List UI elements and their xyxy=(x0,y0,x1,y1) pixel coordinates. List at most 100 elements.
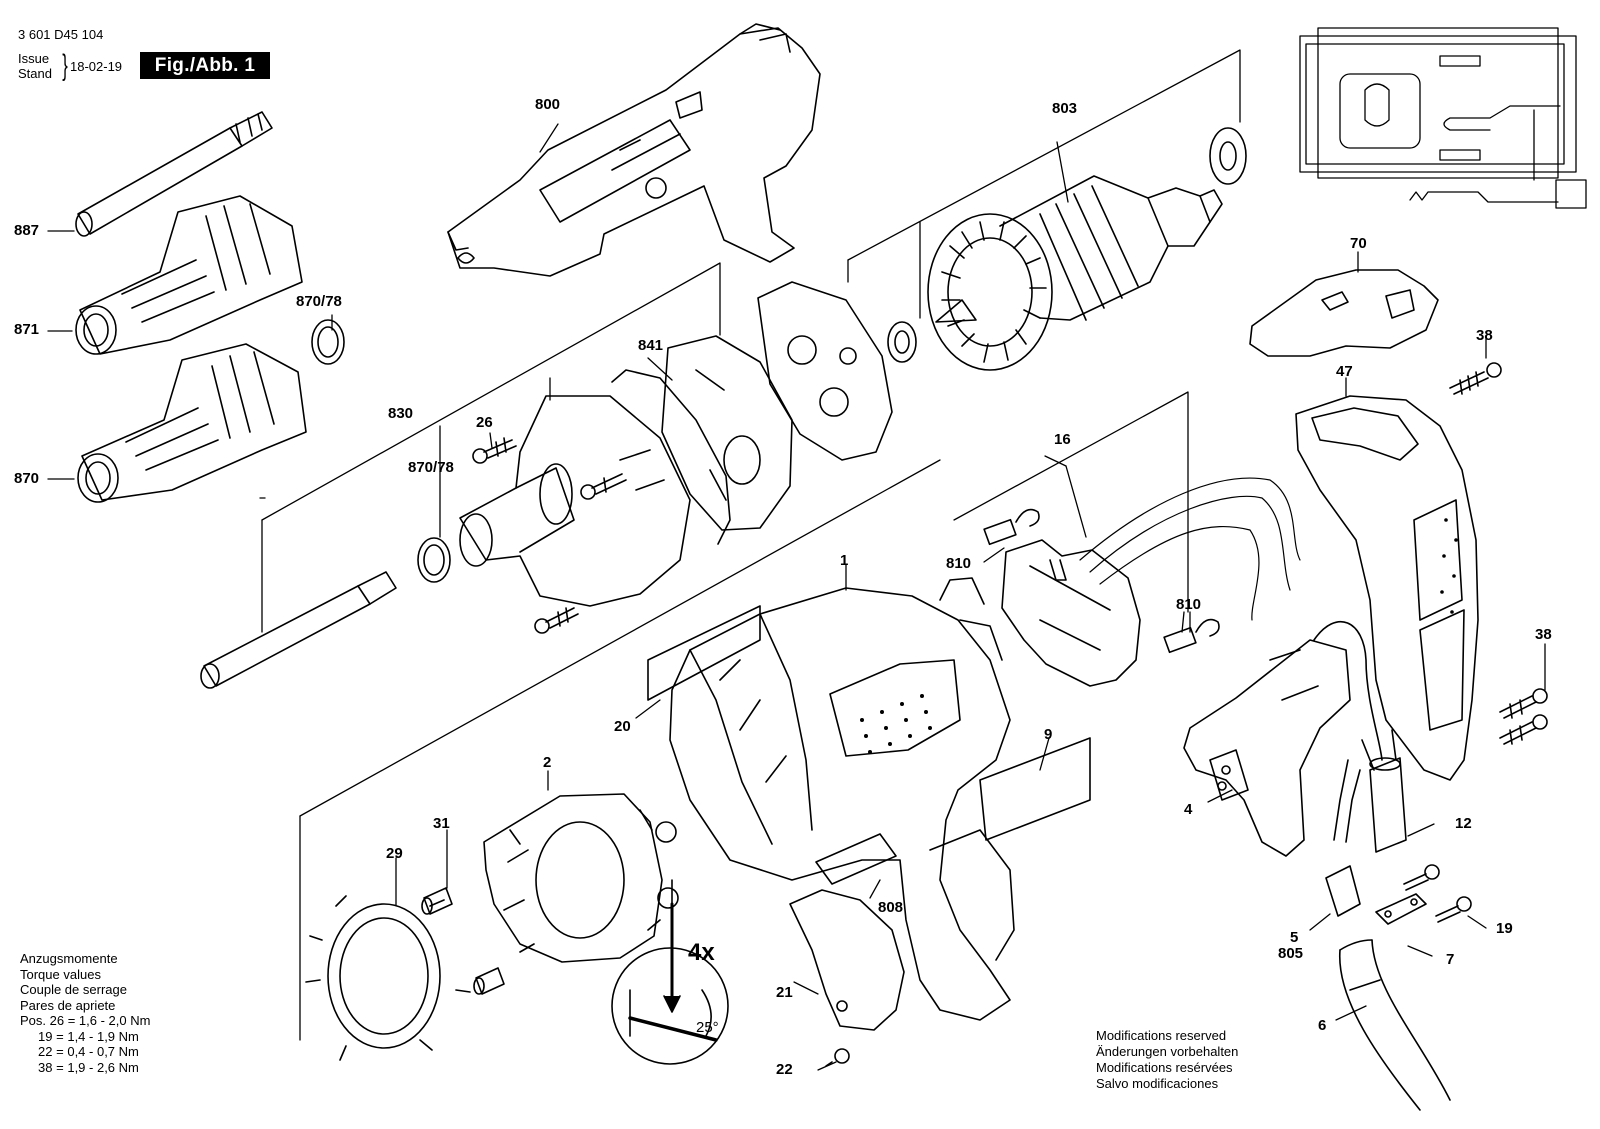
label-870-78-upper: 870/78 xyxy=(296,293,342,310)
bearing-inner xyxy=(887,321,917,363)
torque-title-en: Torque values xyxy=(20,966,101,982)
depth-locator-870 xyxy=(77,343,307,503)
label-29: 29 xyxy=(386,845,403,862)
torque-row: Pos. 26 = 1,6 - 2,0 Nm xyxy=(20,1013,151,1028)
torque-row: 19 = 1,4 - 1,9 Nm xyxy=(20,1028,139,1044)
torque-title-fr: Couple de serrage xyxy=(20,982,127,997)
torque-row: 38 = 1,9 - 2,6 Nm xyxy=(20,1059,139,1075)
screw-830-mid xyxy=(580,473,627,500)
part-number: 3 601 D45 104 xyxy=(18,27,104,42)
vent-dots xyxy=(860,518,1458,754)
label-887: 887 xyxy=(14,222,40,239)
armature-fan xyxy=(927,213,1053,371)
carbon-brush-810-a xyxy=(983,508,1040,546)
brush-holder-16 xyxy=(1001,539,1141,687)
screw-38-lower-b xyxy=(1499,714,1548,745)
figure-title: Fig./Abb. 1 xyxy=(140,52,270,79)
label-12: 12 xyxy=(1455,815,1472,832)
screw-19-b xyxy=(1435,896,1472,923)
wiring-diagram xyxy=(1299,27,1587,209)
cover-21 xyxy=(789,889,905,1031)
label-5: 5 xyxy=(1290,929,1299,946)
label-870: 870 xyxy=(14,470,40,487)
label-9 xyxy=(979,737,1091,841)
label-9: 9 xyxy=(1044,726,1053,743)
label-800: 800 xyxy=(535,96,561,113)
modifications-es: Salvo modificaciones xyxy=(1096,1076,1219,1091)
wire-harness xyxy=(1079,477,1301,621)
modifications-en: Änderungen vorbehalten xyxy=(1096,1044,1239,1059)
label-810-a: 810 xyxy=(946,555,972,572)
gear-housing-830 xyxy=(459,395,691,607)
torque-title-de: Anzugsmomente xyxy=(20,951,118,966)
carbon-brush-810-b xyxy=(1163,618,1220,654)
torque-title-es: Pares de apriete xyxy=(20,997,116,1013)
label-1: 1 xyxy=(840,552,849,569)
bearing-plate xyxy=(661,335,793,531)
cover-70 xyxy=(1249,269,1439,357)
depth-locator-871 xyxy=(75,195,303,355)
modifications-note: Modifications reserved Änderungen vorbeh… xyxy=(1096,1028,1238,1092)
ring-870-78-lower xyxy=(417,537,451,583)
angle-detail xyxy=(611,879,729,1065)
torque-values: Anzugsmomente Torque values Couple de se… xyxy=(20,951,150,1075)
label-21: 21 xyxy=(776,984,793,1001)
label-808: 808 xyxy=(878,899,904,916)
bit-holder-887 xyxy=(75,111,273,237)
label-angle: 25° xyxy=(696,1019,719,1036)
screw-19-a xyxy=(1403,864,1440,891)
issue-label: Issue xyxy=(18,51,50,66)
label-4x: 4x xyxy=(688,939,715,966)
label-805: 805 xyxy=(1278,945,1304,962)
pin-31-b xyxy=(473,967,505,995)
pin-31-a xyxy=(421,887,453,915)
label-2: 2 xyxy=(543,754,552,771)
torque-row: 22 = 0,4 - 0,7 Nm xyxy=(20,1044,139,1059)
stand-label: Stand xyxy=(18,66,52,81)
label-plate-20 xyxy=(647,605,761,701)
handle-shell-47 xyxy=(1295,395,1479,781)
label-830: 830 xyxy=(388,405,414,422)
cable-clamp-7 xyxy=(1375,893,1427,925)
brace-icon: } xyxy=(62,49,68,82)
bearing-shield xyxy=(757,281,893,461)
ring-29 xyxy=(305,895,471,1061)
screw-feeder-800 xyxy=(447,23,821,277)
cable-sleeve-5 xyxy=(1325,759,1361,917)
label-26: 26 xyxy=(476,414,493,431)
screw-38-lower-a xyxy=(1499,688,1548,719)
modifications-fr: Modifications resérvées xyxy=(1096,1060,1233,1075)
label-4: 4 xyxy=(1184,801,1193,818)
label-808 xyxy=(815,833,897,885)
screw-38-upper xyxy=(1449,362,1502,395)
screw-830-lower xyxy=(534,607,579,634)
screw-22 xyxy=(825,1048,850,1067)
label-841: 841 xyxy=(638,337,664,354)
field-coil-2 xyxy=(483,793,679,963)
label-871: 871 xyxy=(14,321,40,338)
label-70: 70 xyxy=(1350,235,1367,252)
label-22: 22 xyxy=(776,1061,793,1078)
leader-lines xyxy=(47,49,1546,1071)
switch-4 xyxy=(1183,620,1383,857)
issue-date: 18-02-19 xyxy=(70,59,123,74)
label-31: 31 xyxy=(433,815,450,832)
power-cord-6 xyxy=(1339,939,1451,1111)
label-20: 20 xyxy=(614,718,631,735)
capacitor-12 xyxy=(1361,729,1407,853)
bearing-outer xyxy=(1209,127,1247,185)
label-803: 803 xyxy=(1052,100,1078,117)
label-19: 19 xyxy=(1496,920,1513,937)
armature-body xyxy=(999,175,1223,321)
label-47: 47 xyxy=(1336,363,1353,380)
label-7: 7 xyxy=(1446,951,1455,968)
label-38-upper: 38 xyxy=(1476,327,1493,344)
label-810-b: 810 xyxy=(1176,596,1202,613)
label-870-78-lower: 870/78 xyxy=(408,459,454,476)
ring-870-78-upper xyxy=(311,319,345,365)
label-38-lower: 38 xyxy=(1535,626,1552,643)
screw-26 xyxy=(472,437,517,464)
motor-housing-1 xyxy=(669,577,1015,1021)
bit-holder-lower xyxy=(200,571,397,689)
